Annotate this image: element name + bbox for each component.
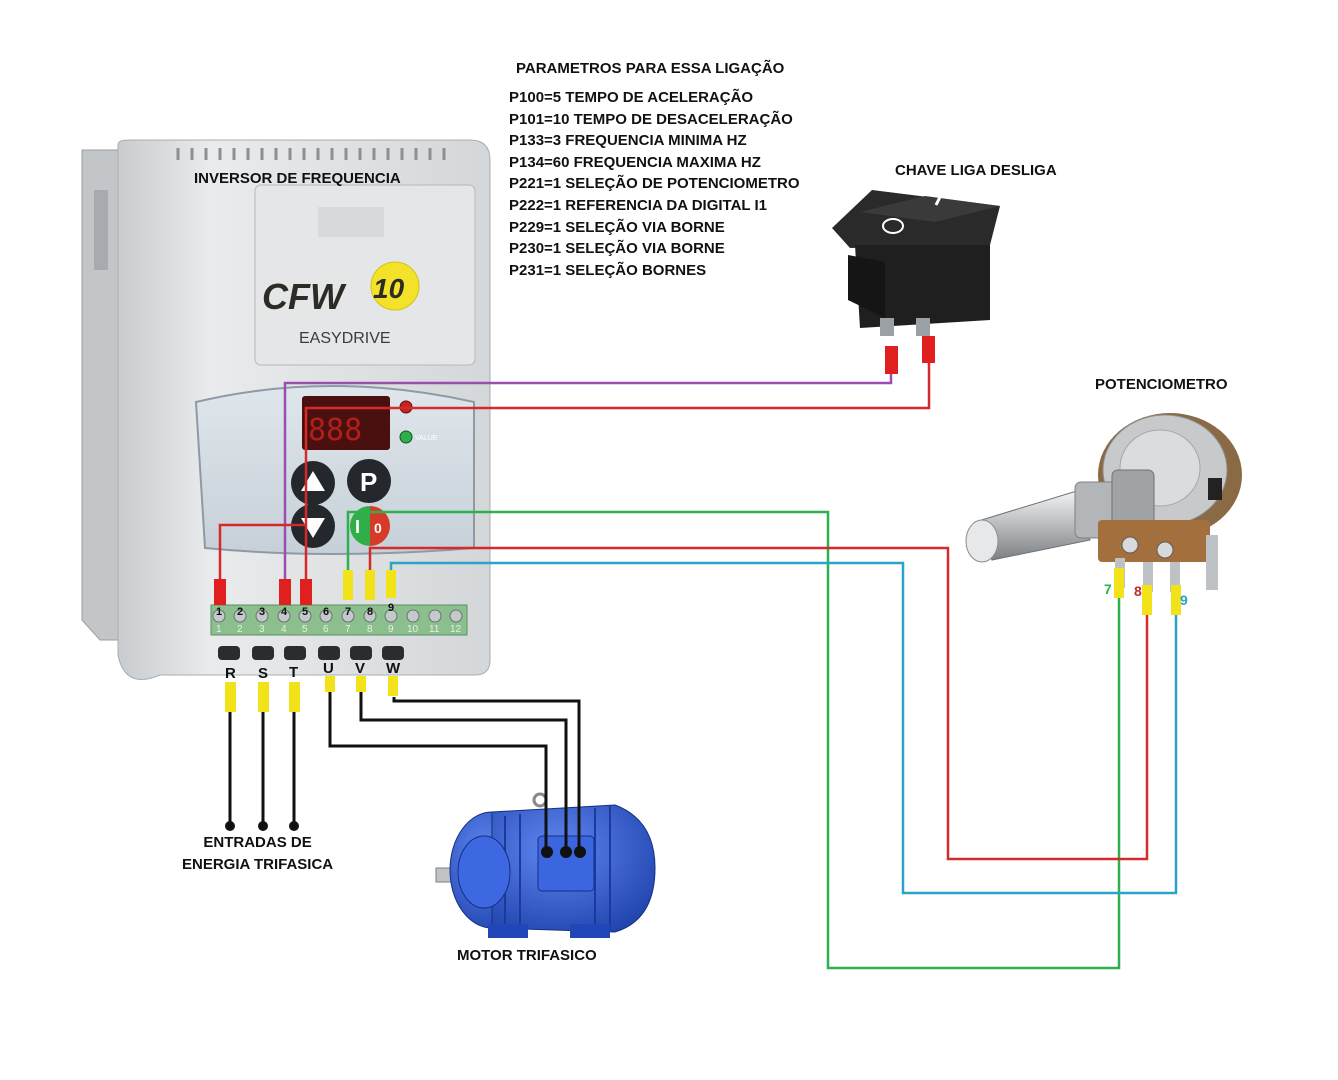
svg-text:R: R	[225, 665, 236, 682]
svg-text:10: 10	[407, 624, 419, 635]
svg-text:1: 1	[216, 606, 222, 618]
parameter-item: P101=10 TEMPO DE DESACELERAÇÃO	[509, 110, 793, 128]
wire-blue-pot	[389, 561, 1178, 895]
inverter-model: 10	[373, 273, 405, 304]
off-symbol	[882, 218, 904, 234]
svg-text:T: T	[289, 664, 298, 681]
control-terminal-numbers: 1 2 3 4 5 6 7 8 9	[216, 602, 394, 618]
inverter-title: INVERSOR DE FREQUENCIA	[194, 170, 401, 187]
key-run-stop[interactable]: I 0	[350, 506, 390, 546]
parameter-item: P134=60 FREQUENCIA MAXIMA HZ	[509, 153, 761, 171]
svg-text:9: 9	[388, 624, 394, 635]
vent-slots	[176, 148, 446, 160]
parameters-list: P100=5 TEMPO DE ACELERAÇÃO P101=10 TEMPO…	[509, 87, 800, 281]
potentiometer-title: POTENCIOMETRO	[1095, 376, 1228, 393]
run-symbol: I	[355, 517, 360, 537]
svg-text:2: 2	[237, 606, 243, 618]
svg-text:8: 8	[367, 624, 373, 635]
on-symbol	[934, 196, 942, 206]
power-terminal-block	[218, 646, 404, 660]
parameter-item: P231=1 SELEÇÃO BORNES	[509, 261, 707, 279]
svg-text:S: S	[258, 665, 268, 682]
power-supply-line2: ENERGIA TRIFASICA	[182, 856, 334, 873]
value-led	[399, 430, 413, 444]
wire-motor-u	[328, 692, 548, 852]
power-terminal-letters: R S T U V W	[225, 660, 401, 682]
wire-red-terminal1	[218, 523, 306, 582]
power-supply-line1: ENTRADAS DE	[203, 834, 312, 851]
wire-green-pot	[346, 510, 1121, 970]
stop-symbol: 0	[374, 520, 382, 536]
wires	[218, 358, 1178, 970]
parameter-item: P100=5 TEMPO DE ACELERAÇÃO	[509, 89, 754, 106]
led-display	[302, 396, 390, 450]
svg-text:3: 3	[259, 606, 265, 618]
svg-text:1: 1	[216, 624, 222, 635]
control-terminal-strip	[210, 604, 468, 636]
svg-text:7: 7	[345, 606, 351, 618]
three-phase-motor	[430, 785, 660, 955]
wire-red-switch	[304, 358, 931, 582]
parameter-item: P133=3 FREQUENCIA MINIMA HZ	[509, 132, 747, 150]
value-led-label: VALUE	[415, 435, 438, 442]
motor-label: MOTOR TRIFASICO	[457, 947, 597, 964]
potentiometer	[965, 413, 1242, 592]
key-p-label: P	[360, 467, 377, 497]
svg-text:8: 8	[1134, 583, 1142, 599]
svg-text:12: 12	[450, 624, 462, 635]
switch-title: CHAVE LIGA DESLIGA	[895, 162, 1057, 179]
wire-red-pot	[368, 546, 1149, 861]
parameter-item: P221=1 SELEÇÃO DE POTENCIOMETRO	[509, 175, 800, 193]
parameter-item: P230=1 SELEÇÃO VIA BORNE	[509, 240, 725, 258]
wire-end-dots	[225, 821, 586, 858]
key-p[interactable]: P	[347, 459, 391, 503]
svg-text:7: 7	[1104, 581, 1112, 597]
wire-motor-v	[359, 692, 568, 852]
svg-text:11: 11	[429, 624, 440, 635]
svg-text:2: 2	[237, 624, 243, 635]
svg-text:888: 888	[308, 413, 362, 448]
svg-text:7: 7	[345, 624, 351, 635]
parameter-item: P222=1 REFERENCIA DA DIGITAL I1	[509, 196, 767, 214]
svg-text:9: 9	[388, 602, 394, 614]
potentiometer-pin-numbers: 7 8 9	[1104, 581, 1188, 608]
inverter-series: EASYDRIVE	[299, 330, 391, 347]
svg-text:5: 5	[302, 624, 308, 635]
svg-text:4: 4	[281, 606, 288, 618]
svg-text:V: V	[355, 660, 365, 677]
svg-text:5: 5	[302, 606, 308, 618]
svg-text:U: U	[323, 660, 334, 677]
red-tags	[214, 336, 935, 605]
svg-text:4: 4	[281, 624, 287, 635]
terminal-screws	[212, 609, 463, 623]
wire-motor-w	[392, 697, 581, 852]
svg-text:W: W	[386, 660, 401, 677]
svg-text:8: 8	[367, 606, 373, 618]
svg-text:3: 3	[259, 624, 265, 635]
strip-numbers: 1 2 3 4 5 6 7 8 9 10 11 12	[216, 624, 462, 635]
wire-purple-switch	[283, 366, 893, 582]
parameters-title: PARAMETROS PARA ESSA LIGAÇÃO	[516, 60, 785, 77]
rocker-switch[interactable]	[832, 190, 1000, 336]
yellow-tags	[225, 568, 1181, 712]
inverter-brand: CFW	[262, 276, 347, 317]
key-up[interactable]	[291, 461, 335, 505]
power-supply-label: ENTRADAS DE ENERGIA TRIFASICA	[182, 832, 333, 876]
svg-text:6: 6	[323, 606, 329, 618]
svg-text:6: 6	[323, 624, 329, 635]
parameter-item: P229=1 SELEÇÃO VIA BORNE	[509, 218, 725, 236]
svg-text:9: 9	[1180, 592, 1188, 608]
